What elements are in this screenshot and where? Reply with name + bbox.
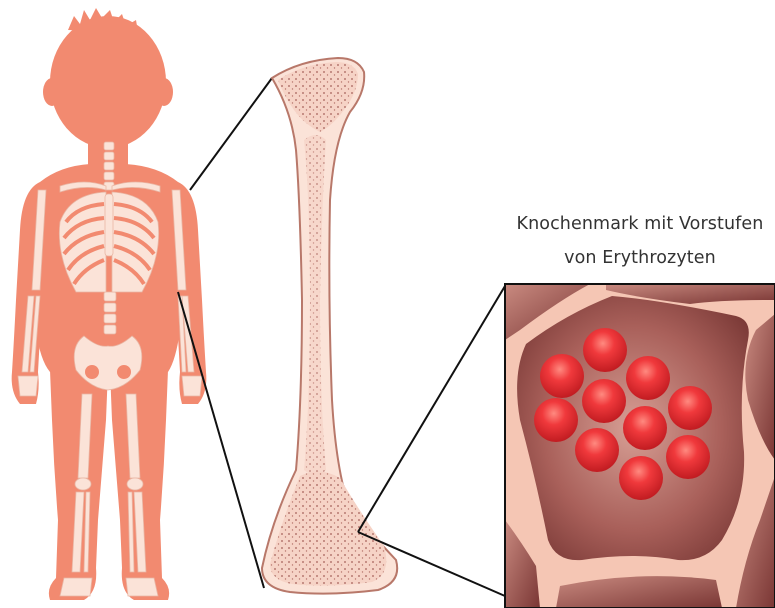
red-blood-cell-icon [668, 386, 712, 430]
red-blood-cell-icon [623, 406, 667, 450]
red-blood-cell-icon [582, 379, 626, 423]
red-blood-cell-icon [666, 435, 710, 479]
long-bone-icon [262, 58, 397, 594]
red-blood-cell-icon [575, 428, 619, 472]
red-blood-cell-icon [534, 398, 578, 442]
bone-marrow-icon [505, 284, 775, 608]
caption-line-2: von Erythrozyten [505, 243, 775, 273]
red-blood-cell-icon [626, 356, 670, 400]
red-blood-cell-icon [540, 354, 584, 398]
caption-line-1: Knochenmark mit Vorstufen [505, 209, 775, 239]
red-blood-cell-icon [619, 456, 663, 500]
red-blood-cell-icon [583, 328, 627, 372]
